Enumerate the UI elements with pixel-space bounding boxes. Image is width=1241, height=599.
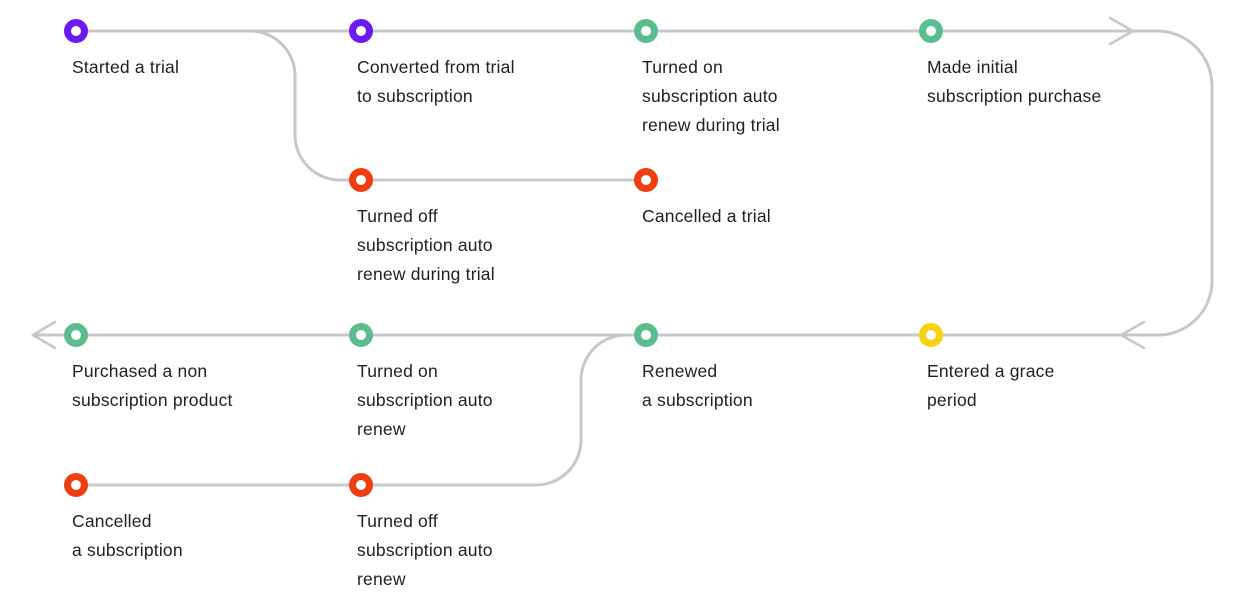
positive-event-dot-icon — [919, 19, 943, 43]
negative-event-dot-icon — [349, 168, 373, 192]
node-label: Converted from trial to subscription — [357, 57, 515, 106]
node-turned-off-subscription-auto-renew-during-trial: Turned off subscription auto renew durin… — [349, 168, 597, 289]
node-made-initial-subscription-purchase: Made initial subscription purchase — [919, 19, 1167, 111]
node-turned-on-subscription-auto-renew-during-trial: Turned on subscription auto renew during… — [634, 19, 882, 140]
node-turned-on-subscription-auto-renew: Turned on subscription auto renew — [349, 323, 597, 444]
node-turned-off-subscription-auto-renew: Turned off subscription auto renew — [349, 473, 597, 594]
node-label: Turned off subscription auto renew durin… — [357, 206, 495, 284]
node-label: Renewed a subscription — [642, 361, 753, 410]
positive-event-dot-icon — [64, 323, 88, 347]
arrow-right-icon — [1108, 16, 1135, 46]
positive-event-dot-icon — [349, 323, 373, 347]
trial-event-dot-icon — [64, 19, 88, 43]
main-flow-path — [31, 29, 1214, 337]
node-cancelled-a-subscription: Cancelled a subscription — [64, 473, 312, 565]
node-purchased-a-non-subscription-product: Purchased a non subscription product — [64, 323, 312, 415]
node-label: Started a trial — [72, 57, 180, 77]
negative-event-dot-icon — [64, 473, 88, 497]
node-label: Cancelled a trial — [642, 206, 771, 226]
positive-event-dot-icon — [634, 323, 658, 347]
arrow-left-mid-icon — [1119, 320, 1146, 350]
node-cancelled-a-trial: Cancelled a trial — [634, 168, 882, 231]
negative-event-dot-icon — [634, 168, 658, 192]
node-label: Purchased a non subscription product — [72, 361, 233, 410]
trial-event-dot-icon — [349, 19, 373, 43]
node-converted-from-trial-to-subscription: Converted from trial to subscription — [349, 19, 597, 111]
node-entered-a-grace-period: Entered a grace period — [919, 323, 1167, 415]
node-label: Turned on subscription auto renew — [357, 361, 493, 439]
node-label: Entered a grace period — [927, 361, 1055, 410]
node-renewed-a-subscription: Renewed a subscription — [634, 323, 882, 415]
cancel-branch-path — [74, 333, 628, 487]
node-label: Turned on subscription auto renew during… — [642, 57, 780, 135]
node-label: Turned off subscription auto renew — [357, 511, 493, 589]
trial-branch-path — [248, 29, 648, 182]
positive-event-dot-icon — [634, 19, 658, 43]
arrow-left-end-icon — [31, 320, 57, 350]
node-label: Cancelled a subscription — [72, 511, 183, 560]
node-label: Made initial subscription purchase — [927, 57, 1102, 106]
node-started-a-trial: Started a trial — [64, 19, 312, 82]
grace-event-dot-icon — [919, 323, 943, 347]
negative-event-dot-icon — [349, 473, 373, 497]
